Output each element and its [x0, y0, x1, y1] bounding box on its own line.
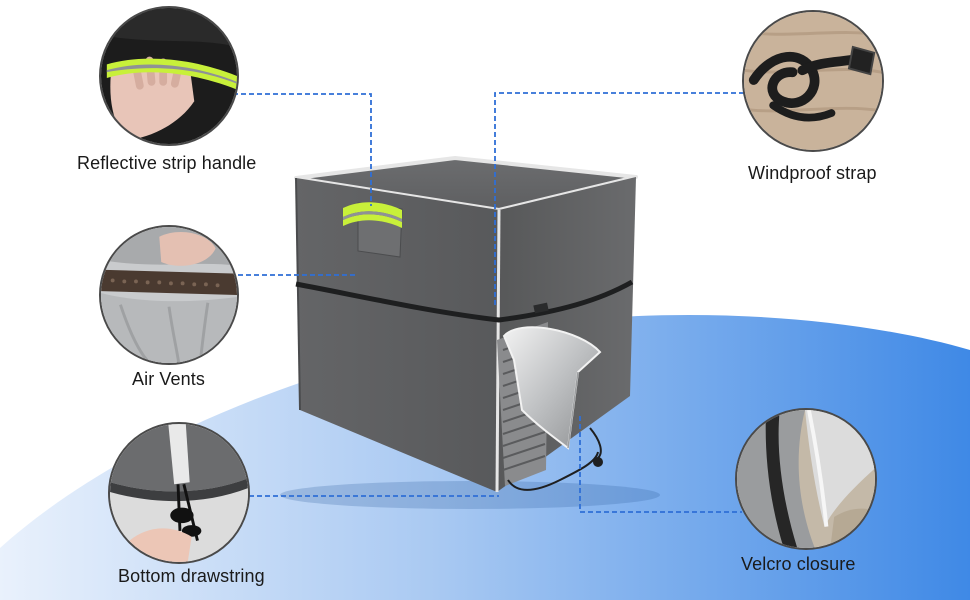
- bottom-drawstring-label: Bottom drawstring: [118, 566, 265, 586]
- bottom-drawstring-photo: [108, 422, 250, 564]
- reflective-strip-handle-label: Reflective strip handle: [77, 153, 257, 173]
- velcro-closure-label: Velcro closure: [741, 554, 856, 574]
- air-vents-photo: [99, 225, 239, 365]
- reflective-strip-image: [101, 8, 237, 144]
- windproof-strap-photo: [742, 10, 884, 152]
- callout-lines: [233, 92, 744, 513]
- air-conditioner-cover: [280, 156, 660, 509]
- velcro-closure-image: [737, 410, 875, 548]
- air-vents-image: [101, 227, 237, 363]
- velcro-closure-photo: [735, 408, 877, 550]
- windproof-strap-image: [744, 12, 882, 150]
- windproof-strap-label: Windproof strap: [748, 163, 877, 183]
- reflective-strip-photo: [99, 6, 239, 146]
- bottom-drawstring-image: [110, 424, 248, 562]
- air-vents-label: Air Vents: [132, 369, 205, 389]
